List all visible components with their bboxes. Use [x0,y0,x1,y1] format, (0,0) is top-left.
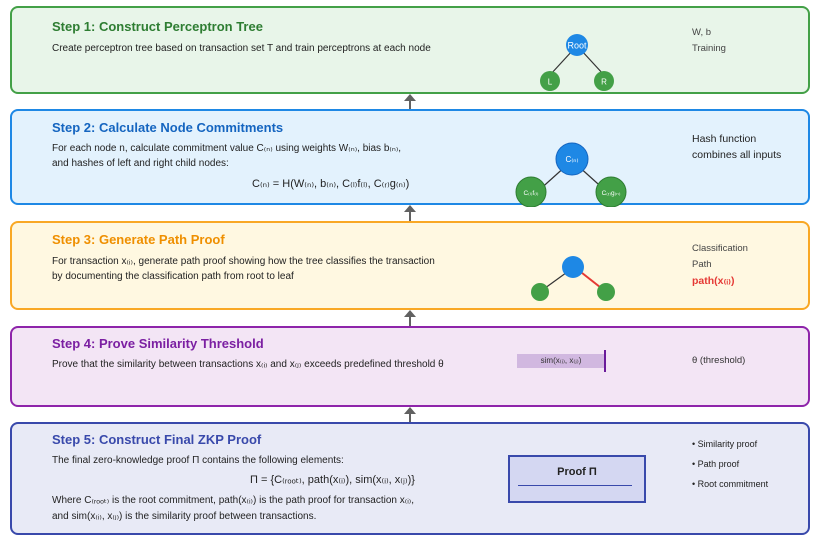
commitment-root-node [555,142,589,176]
step5-proof-formula: Π = {C₍ᵣₒₒₜ₎, path(x₍ᵢ₎), sim(x₍ᵢ₎, x₍ⱼ₎… [250,474,415,486]
final-proof-box: Proof Π [508,455,646,503]
arrow-up-icon [404,205,416,221]
step3-side-label-classification: Classification [692,243,748,254]
step1-tree-diagram: Root L R [540,34,614,91]
step1-title: Step 1: Construct Perceptron Tree [52,19,263,34]
step3-description-line1: For transaction x₍ᵢ₎, generate path proo… [52,256,435,267]
step5-panel: Step 5: Construct Final ZKP Proof The fi… [10,422,810,535]
bullet-root-commitment: • Root commitment [692,479,769,489]
step5-description-line2: Where C₍ᵣₒₒₜ₎ is the root commitment, pa… [52,495,415,506]
step3-description-line2: by documenting the classification path f… [52,271,294,282]
step3-side-label-path-x: path(x₍ᵢ₎) [692,275,735,287]
step3-panel: Step 3: Generate Path Proof For transact… [10,221,810,310]
step3-title: Step 3: Generate Path Proof [52,232,225,247]
path-left-leaf [531,283,549,301]
step1-side-label-training: Training [692,43,726,54]
arrow-up-icon [404,94,416,110]
tree-left-label: L [548,78,553,87]
tree-root-label: Root [567,41,587,51]
commitment-left-label: C₍ₗ₎f₍ₗ₎ [523,190,538,197]
step5-title: Step 5: Construct Final ZKP Proof [52,432,262,447]
step2-side-label-hash: Hash function [692,133,757,145]
commitment-right-node [595,176,627,207]
tree-right-node [594,71,614,91]
final-proof-divider [518,485,632,486]
arrow-up-icon [404,310,416,326]
arrow-up-icon [404,407,416,423]
bullet-similarity-proof: • Similarity proof [692,439,758,449]
commitment-left-node [515,176,547,207]
final-proof-label: Proof Π [557,466,597,478]
tree-left-node [540,71,560,91]
step1-side-label-wb: W, b [692,27,712,38]
step3-path-diagram [531,256,615,301]
path-root-node [562,256,584,278]
step2-panel: Step 2: Calculate Node Commitments For e… [10,109,810,207]
tree-edge-left [549,49,574,76]
step2-title: Step 2: Calculate Node Commitments [52,120,284,135]
similarity-bar: sim(x₍ᵢ₎, x₍ⱼ₎) [517,354,605,368]
step5-description-line3: and sim(x₍ᵢ₎, x₍ⱼ₎) is the similarity pr… [52,511,317,522]
step2-description-line1: For each node n, calculate commitment va… [52,143,402,154]
step4-side-label-threshold: θ (threshold) [692,355,746,366]
tree-right-label: R [601,78,607,87]
commitment-right-label: C₍ᵣ₎g₍ₙ₎ [602,190,621,197]
step2-side-label-combines: combines all inputs [692,149,782,161]
step4-description: Prove that the similarity between transa… [52,359,444,370]
bullet-path-proof: • Path proof [692,459,740,469]
step4-panel: Step 4: Prove Similarity Threshold Prove… [10,326,810,407]
tree-edge-right [580,49,605,76]
commitment-root-label: C₍ₙ₎ [566,155,579,164]
step4-title: Step 4: Prove Similarity Threshold [52,336,264,351]
step3-side-label-path: Path [692,259,712,270]
tree-root-node [566,34,588,56]
path-right-leaf [597,283,615,301]
step2-commitment-tree: C₍ₙ₎ C₍ₗ₎f₍ₗ₎ C₍ᵣ₎g₍ₙ₎ [515,142,627,207]
step5-description-line1: The final zero-knowledge proof Π contain… [52,455,344,466]
step1-description: Create perceptron tree based on transact… [52,43,431,54]
step2-description-line2: and hashes of left and right child nodes… [52,158,229,169]
step1-panel: Step 1: Construct Perceptron Tree Create… [10,6,810,94]
step2-commitment-formula: C₍ₙ₎ = H(W₍ₙ₎, b₍ₙ₎, C₍ₗ₎f₍ₗ₎, C₍ᵣ₎g₍ₙ₎) [252,178,410,190]
threshold-marker [604,350,606,372]
